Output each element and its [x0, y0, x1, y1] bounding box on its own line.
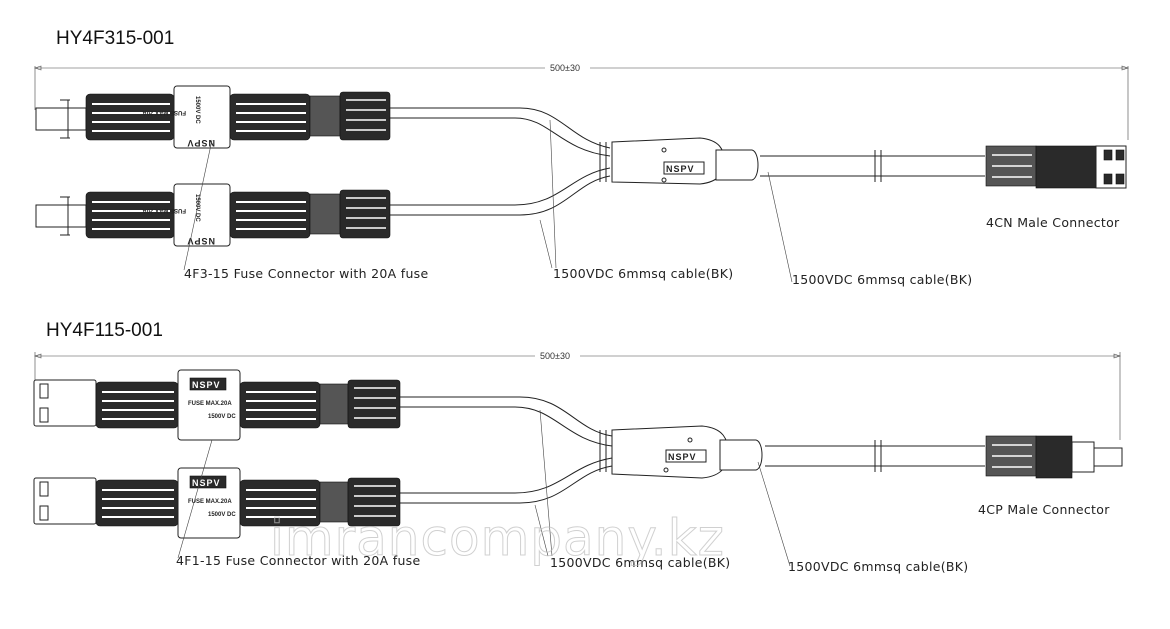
fuse-connector-lower: NSPV FUSE MAX.20A 1500V DC: [33, 467, 401, 539]
voltage-mark: 1500V DC: [194, 194, 200, 222]
fuse-connector-upper: 1500V DC FUSE MAX.20A NSPV: [35, 85, 391, 149]
dimension-value: 500±30: [540, 351, 570, 361]
fuse-connector-upper: NSPV FUSE MAX.20A 1500V DC: [33, 369, 401, 441]
branch-connector: NSPV: [611, 137, 759, 185]
fuse-connector-label: 4F3-15 Fuse Connector with 20A fuse: [184, 266, 428, 281]
branch-brand: NSPV: [666, 164, 695, 174]
cable-label-right: 1500VDC 6mmsq cable(BK): [788, 559, 968, 574]
end-connector-4cp: [985, 435, 1123, 479]
end-connector-label: 4CN Male Connector: [986, 215, 1120, 230]
cable-lines: [390, 107, 985, 216]
watermark: imrancompany.kz: [270, 509, 725, 567]
dimension-line: 500±30: [34, 351, 1121, 440]
end-connector-4cn: [985, 145, 1127, 189]
brand-mark: NSPV: [192, 478, 221, 488]
dimension-line: 500±30: [34, 63, 1129, 140]
diagram-hy4f315: HY4F315-001 500±30: [34, 28, 1129, 287]
branch-connector: NSPV: [611, 425, 763, 479]
voltage-mark: 1500V DC: [194, 96, 200, 124]
fuse-connector-lower: 1500V DC FUSE MAX.20A NSPV: [35, 183, 391, 247]
brand-mark: NSPV: [192, 380, 221, 390]
brand-mark: NSPV: [186, 236, 215, 246]
diagram-title: HY4F115-001: [46, 320, 163, 341]
cable-label-left: 1500VDC 6mmsq cable(BK): [550, 555, 730, 570]
diagram-title: HY4F315-001: [56, 28, 174, 49]
cable-lines: [400, 396, 985, 504]
diagram-hy4f115: HY4F115-001 500±30: [33, 320, 1123, 574]
end-connector-label: 4CP Male Connector: [978, 502, 1110, 517]
fuse-mark: FUSE MAX.20A: [188, 499, 232, 505]
fuse-connector-label: 4F1-15 Fuse Connector with 20A fuse: [176, 553, 420, 568]
branch-brand: NSPV: [668, 452, 697, 462]
fuse-mark: FUSE MAX.20A: [188, 401, 232, 407]
cable-label-left: 1500VDC 6mmsq cable(BK): [553, 266, 733, 281]
voltage-mark: 1500V DC: [208, 414, 236, 420]
leaders: [177, 409, 791, 567]
dimension-value: 500±30: [550, 63, 580, 73]
fuse-mark: FUSE MAX.20A: [142, 207, 186, 213]
fuse-mark: FUSE MAX.20A: [142, 109, 186, 115]
cable-label-right: 1500VDC 6mmsq cable(BK): [792, 272, 972, 287]
voltage-mark: 1500V DC: [208, 512, 236, 518]
brand-mark: NSPV: [186, 138, 215, 148]
leaders: [183, 119, 793, 283]
